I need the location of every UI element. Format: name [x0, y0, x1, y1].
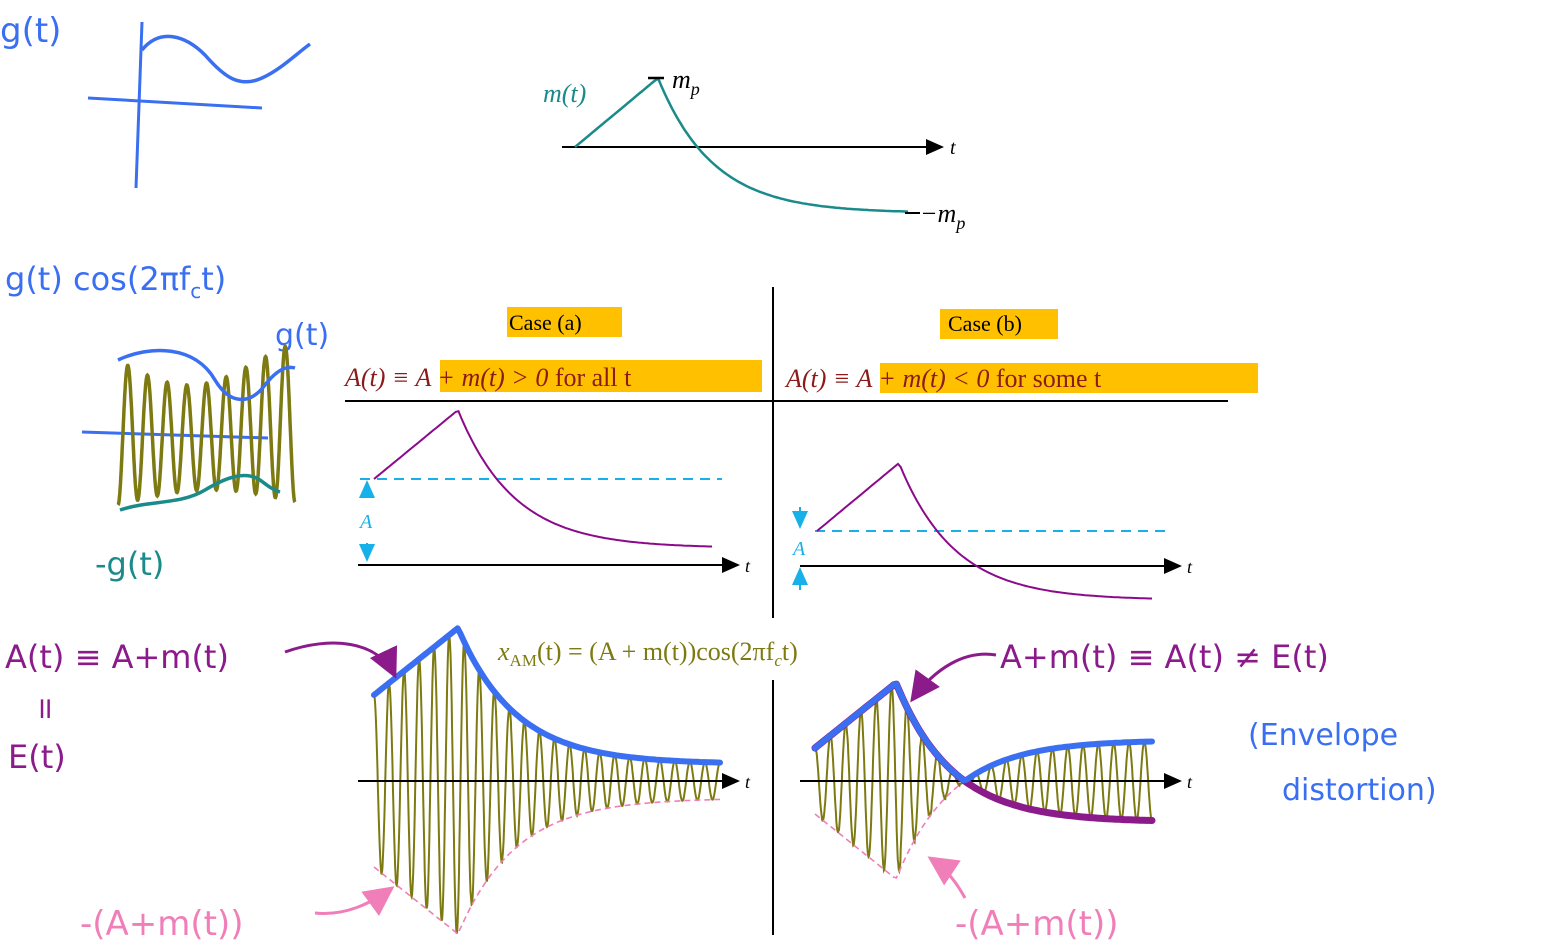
- case-a-title: Case (a): [509, 310, 582, 335]
- right-note-line2: distortion): [1282, 773, 1437, 808]
- neg-right-arrow: [927, 856, 967, 899]
- product-label: g(t) cos(2πfct): [5, 260, 226, 303]
- right-equation: A+m(t) ≡ A(t) ≠ E(t): [1000, 638, 1329, 676]
- peak-label: mp: [672, 65, 700, 99]
- case-b-am-plot: t: [800, 680, 1193, 879]
- case-b-axis-label: t: [1187, 557, 1193, 577]
- neg-left-label: -(A+m(t)): [80, 904, 244, 944]
- case-a-envelope-curve: [373, 410, 712, 548]
- g-vertical-axis: [134, 21, 144, 189]
- env-bottom-label: -g(t): [95, 545, 164, 583]
- case-b-envelope-highlight: [812, 681, 1155, 784]
- case-b-title: Case (b): [948, 311, 1022, 336]
- case-a-am-plot: t: [358, 625, 751, 935]
- product-env-bottom: [119, 473, 281, 512]
- case-a-amp-label: A: [358, 511, 373, 533]
- case-a-header: Case (a) A(t) ≡ A + m(t) > 0 for all t: [343, 307, 762, 392]
- product-env-top: [117, 348, 296, 402]
- case-b-plot: t A: [791, 462, 1193, 600]
- product-axis: [81, 430, 269, 440]
- left-envelope-label: E(t): [8, 738, 66, 776]
- case-b-header: Case (b) A(t) ≡ A + m(t) < 0 for some t: [784, 309, 1258, 393]
- case-a-negative-envelope: [373, 798, 721, 935]
- message-axis-label: t: [950, 137, 956, 159]
- message-label: m(t): [543, 79, 586, 108]
- sketch-g: g(t): [0, 11, 312, 189]
- case-a-axis-label: t: [745, 556, 751, 576]
- sketch-product: g(t) cos(2πfct) g(t) -g(t): [5, 260, 329, 583]
- case-a-envelope-highlight: [371, 625, 723, 766]
- case-b-title-highlight: [940, 309, 1058, 339]
- case-a-am-waveform: [373, 632, 721, 934]
- message-curve: [574, 76, 909, 213]
- case-a-plot: t A: [358, 410, 751, 576]
- right-note-line1: (Envelope: [1248, 718, 1398, 753]
- trough-label: −mp: [920, 199, 965, 233]
- case-a-title-highlight: [507, 307, 622, 337]
- case-b-envelope-curve: [816, 462, 1152, 600]
- case-b-am-waveform: [814, 686, 1153, 875]
- right-pointer-arrow: [910, 652, 997, 703]
- case-b-condition: A(t) ≡ A + m(t) < 0 for some t: [784, 364, 1102, 393]
- case-b-amp-label: A: [791, 538, 806, 560]
- g-curve: [140, 34, 312, 84]
- left-equation: A(t) ≡ A+m(t): [5, 638, 229, 676]
- case-b-condition-highlight: [880, 363, 1258, 393]
- neg-right-label: -(A+m(t)): [955, 904, 1119, 944]
- g-horizontal-axis: [87, 96, 263, 110]
- message-plot: t m(t) mp −mp: [543, 65, 965, 233]
- g-label: g(t): [0, 11, 61, 51]
- case-a-am-axis-label: t: [745, 772, 751, 792]
- case-a-condition: A(t) ≡ A + m(t) > 0 for all t: [343, 363, 632, 392]
- case-b-am-axis-label: t: [1187, 772, 1193, 792]
- left-pointer-arrow: [284, 641, 398, 679]
- product-oscillation: [116, 344, 297, 506]
- neg-left-arrow: [314, 886, 395, 917]
- case-a-condition-highlight: [440, 360, 762, 392]
- am-formula: xAM(t) = (A + m(t))cos(2πfct): [497, 637, 798, 670]
- left-equal-sign: ॥: [35, 691, 53, 726]
- annotations: A(t) ≡ A+m(t) ॥ E(t) -(A+m(t)) A+m(t) ≡ …: [5, 638, 1437, 944]
